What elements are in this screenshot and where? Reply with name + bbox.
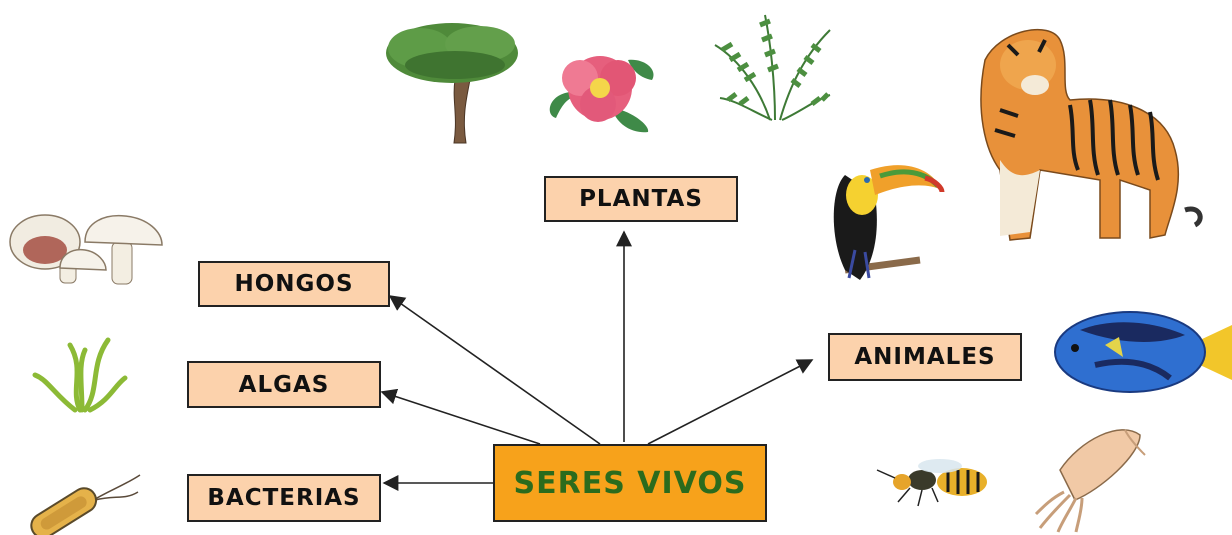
bacillus-bacterium-icon xyxy=(30,474,141,535)
arrow-to-animales xyxy=(647,359,814,445)
blue-tang-fish-icon xyxy=(1054,311,1232,393)
node-seres-vivos: SERES VIVOS xyxy=(493,444,767,522)
arrow-to-hongos xyxy=(388,295,601,445)
fern-icon xyxy=(714,14,831,121)
node-algas: ALGAS xyxy=(187,361,381,408)
node-bacterias: BACTERIAS xyxy=(187,474,381,522)
seaweed-icon xyxy=(32,337,128,413)
squid-icon xyxy=(1034,429,1146,533)
mushrooms-icon xyxy=(9,214,163,285)
pine-tree-icon xyxy=(386,23,518,144)
node-plantas: PLANTAS xyxy=(544,176,738,222)
camellia-flower-icon xyxy=(549,56,654,133)
toucan-icon xyxy=(833,165,945,280)
arrow-to-algas xyxy=(380,388,541,445)
wasp-icon xyxy=(876,459,987,507)
node-hongos: HONGOS xyxy=(198,261,390,307)
tiger-icon xyxy=(980,28,1203,241)
node-animales: ANIMALES xyxy=(828,333,1022,381)
